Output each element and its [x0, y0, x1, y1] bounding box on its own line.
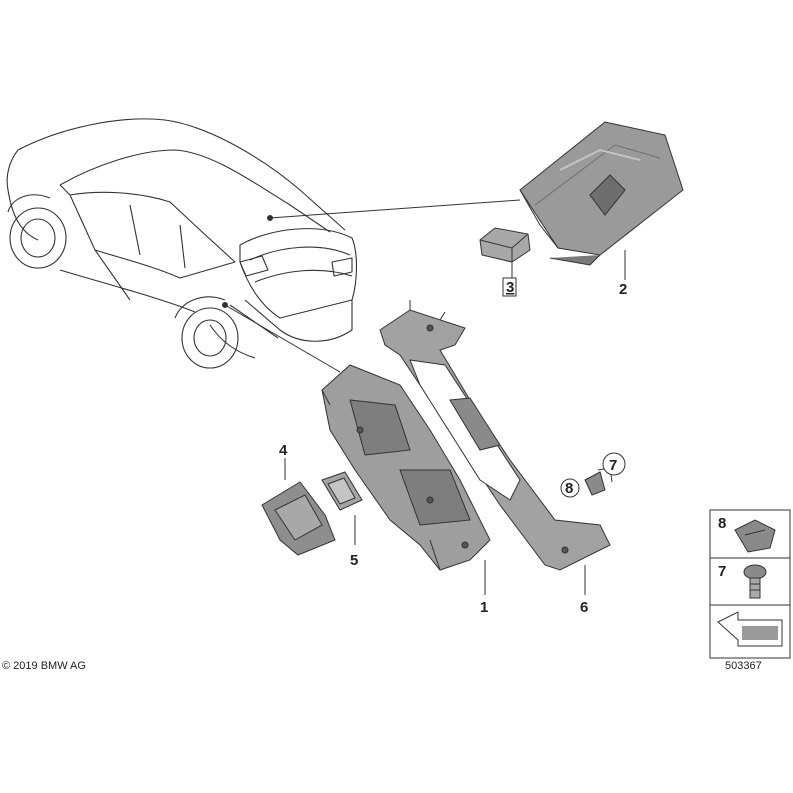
part-2-control-unit: [519, 121, 684, 280]
clip-nut-icon: [734, 519, 776, 553]
screw-icon: [743, 564, 767, 580]
callout-6: 6: [580, 599, 588, 616]
car-outline: [6, 118, 357, 369]
legend-item-7: 7: [718, 563, 726, 580]
part-4-plate: [261, 458, 336, 556]
part-5-small-plate: [321, 471, 363, 545]
callout-2: 2: [619, 281, 627, 298]
part-3-module: [479, 227, 531, 278]
callout-7: 7: [609, 457, 617, 474]
callout-3-box: [502, 277, 517, 297]
part-6-frame: [379, 300, 611, 595]
callout-3: 3: [506, 279, 514, 296]
fasteners-near-frame: [560, 452, 626, 498]
callout-8: 8: [565, 480, 573, 497]
callout-4: 4: [279, 442, 288, 459]
copyright-text: © 2019 BMW AG: [2, 660, 86, 672]
callout-5: 5: [350, 552, 358, 569]
callout-1: 1: [480, 599, 488, 616]
legend-item-8: 8: [718, 515, 726, 532]
diagram-reference-number: 503367: [725, 660, 762, 672]
part-1-mounting-bracket: [321, 364, 491, 595]
leader-lines: [222, 199, 521, 373]
legend-box: [709, 509, 791, 659]
